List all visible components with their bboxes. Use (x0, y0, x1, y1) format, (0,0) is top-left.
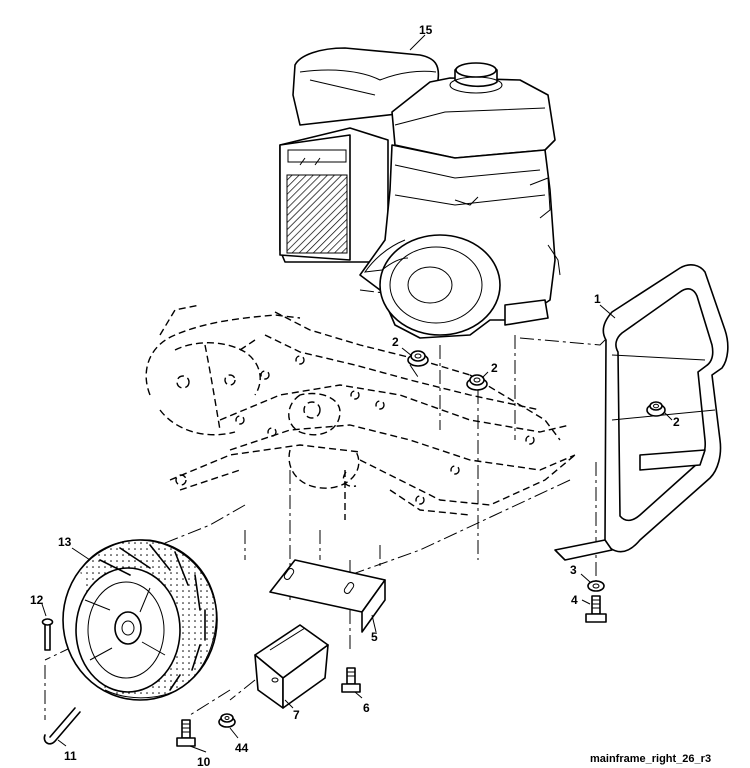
label-bracket: 5 (371, 630, 378, 644)
label-bolt-bracket: 6 (363, 701, 370, 715)
engine (279, 47, 561, 339)
weight-nut (218, 713, 236, 728)
label-hairpin: 11 (64, 749, 77, 763)
washer (587, 580, 605, 592)
flange-nut-right (646, 401, 666, 417)
hex-bolt-bracket (341, 667, 361, 693)
hairpin-clip (43, 707, 81, 745)
hex-bolt-weight (176, 719, 196, 747)
wheel-weight (254, 624, 329, 709)
label-bolt-weight: 10 (197, 755, 211, 768)
clevis-pin (41, 618, 54, 651)
label-nut-right: 2 (673, 415, 680, 429)
front-bumper (554, 263, 729, 561)
part-numbers: 15 1 2 2 2 3 4 5 6 7 10 11 12 13 44 (30, 23, 680, 768)
hex-bolt-right (585, 595, 607, 623)
label-weight: 7 (293, 708, 300, 722)
label-bolt-right: 4 (571, 593, 578, 607)
figure-caption: mainframe_right_26_r3 (590, 753, 711, 765)
flange-nut-mid (466, 374, 488, 391)
label-nut-mid: 2 (491, 361, 498, 375)
label-weight-nut: 44 (235, 741, 249, 755)
label-bumper: 1 (594, 292, 601, 306)
weight-bracket (269, 559, 386, 633)
label-nut-left: 2 (392, 335, 399, 349)
label-clevis-pin: 12 (30, 593, 44, 607)
label-engine: 15 (419, 23, 433, 37)
leader-lines (41, 34, 673, 753)
tire-wheel (62, 539, 218, 701)
label-washer: 3 (570, 563, 577, 577)
tiller-frame-phantom (145, 304, 576, 520)
label-wheel: 13 (58, 535, 72, 549)
flange-nut-left (407, 350, 429, 367)
